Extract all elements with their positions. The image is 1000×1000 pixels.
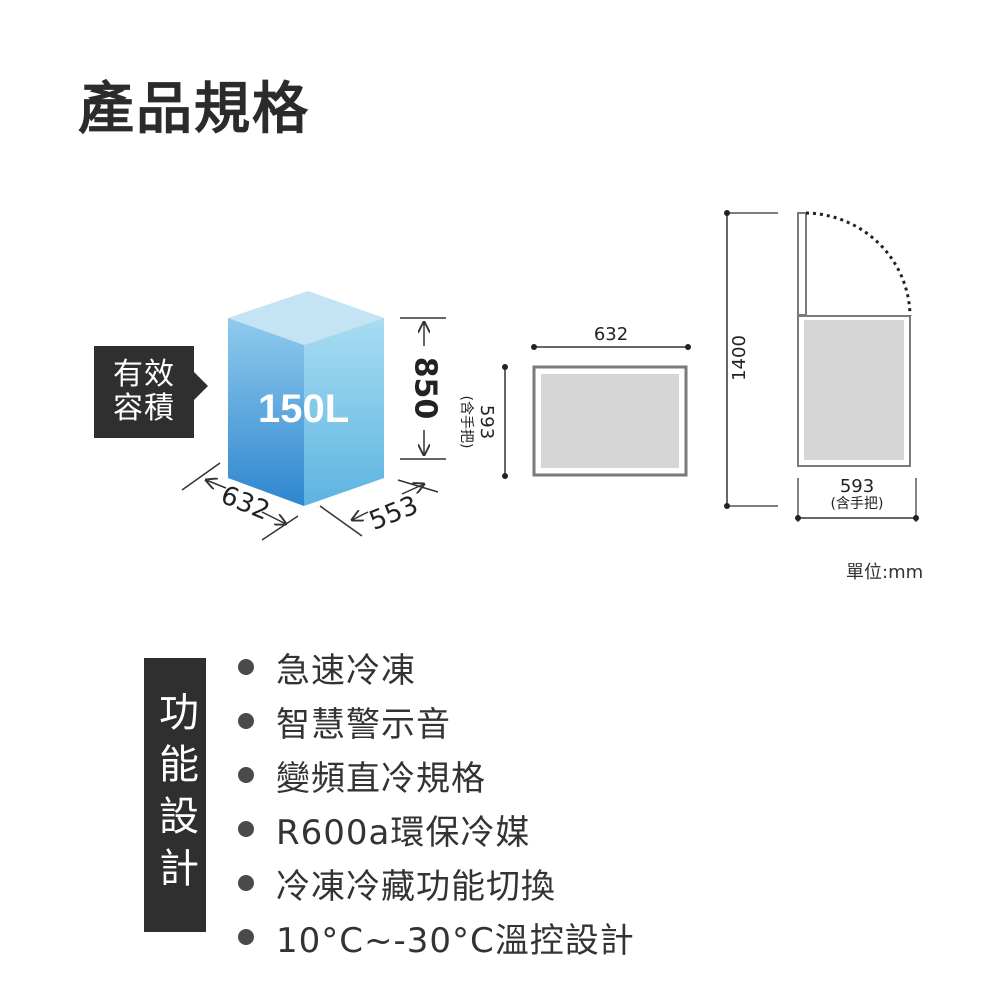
bullet-icon xyxy=(238,929,254,945)
feature-text: 急速冷凍 xyxy=(276,650,416,691)
cube-volume-text: 150L xyxy=(258,387,349,431)
cube-top-face xyxy=(228,291,384,345)
volume-cube: 150L xyxy=(228,291,384,506)
capacity-badge: 有效 容積 xyxy=(94,346,208,438)
list-item: 智慧警示音 xyxy=(238,694,635,748)
top-view-depth-note: (含手把) xyxy=(458,396,474,449)
list-item: 10°C~-30°C溫控設計 xyxy=(238,910,635,964)
top-view-panel xyxy=(541,374,679,468)
top-view-depth-label: 593 xyxy=(476,405,497,439)
feature-text: 變頻直冷規格 xyxy=(276,758,486,799)
cube-side-face xyxy=(304,318,384,506)
feature-text: 冷凍冷藏功能切換 xyxy=(276,866,556,907)
height-dimension xyxy=(400,317,446,460)
list-item: 急速冷凍 xyxy=(238,640,635,694)
lid-swing-arc xyxy=(805,211,912,317)
width-dimension xyxy=(181,462,299,541)
side-view xyxy=(724,210,919,522)
feature-text: 智慧警示音 xyxy=(276,704,451,745)
bullet-icon xyxy=(238,875,254,891)
depth-dimension xyxy=(319,479,439,537)
list-item: R600a環保冷媒 xyxy=(238,802,635,856)
bullet-icon xyxy=(238,767,254,783)
top-view-width-label: 632 xyxy=(594,324,628,345)
features-label: 功能設計 xyxy=(144,658,206,932)
side-view-depth-note: (含手把) xyxy=(831,496,884,512)
top-view xyxy=(502,344,691,479)
unit-note: 單位:mm xyxy=(846,562,924,583)
bullet-icon xyxy=(238,659,254,675)
list-item: 變頻直冷規格 xyxy=(238,748,635,802)
depth-dimension-label: 553 xyxy=(365,490,422,536)
capacity-label-line2: 容積 xyxy=(113,391,175,426)
side-view-lid xyxy=(797,212,807,316)
feature-list: 急速冷凍 智慧警示音 變頻直冷規格 R600a環保冷媒 冷凍冷藏功能切換 10°… xyxy=(238,640,635,964)
feature-text: 10°C~-30°C溫控設計 xyxy=(276,920,635,961)
height-dimension-label: 850 xyxy=(408,357,443,420)
capacity-label-line1: 有效 xyxy=(113,356,175,392)
feature-text: R600a環保冷媒 xyxy=(276,812,531,853)
side-view-height-label: 1400 xyxy=(729,335,750,381)
page-title: 產品規格 xyxy=(78,77,310,142)
bullet-icon xyxy=(238,821,254,837)
cube-front-face xyxy=(228,318,304,506)
side-view-depth-label: 593 xyxy=(840,476,874,497)
side-view-panel xyxy=(804,320,904,460)
list-item: 冷凍冷藏功能切換 xyxy=(238,856,635,910)
bullet-icon xyxy=(238,713,254,729)
